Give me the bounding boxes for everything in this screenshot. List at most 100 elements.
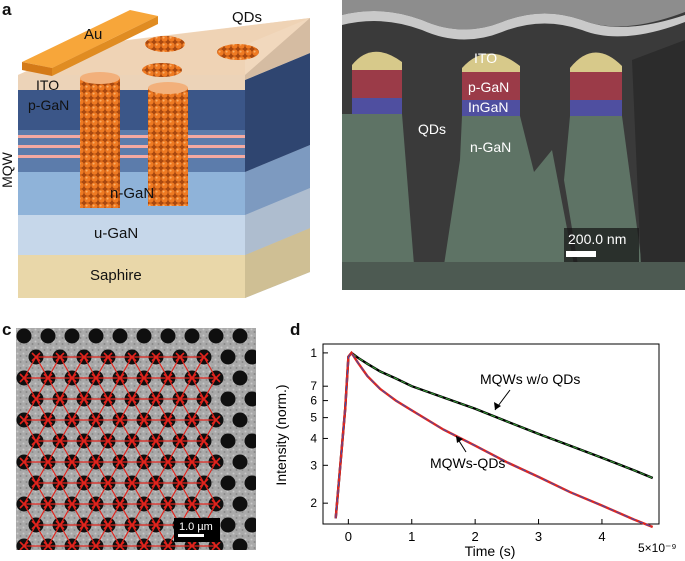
network-link	[107, 398, 121, 421]
network-link	[167, 398, 181, 421]
network-link	[119, 482, 133, 505]
network-link	[71, 461, 85, 484]
network-link	[203, 398, 217, 421]
x-tick-label: 1	[408, 529, 415, 544]
network-link	[83, 482, 97, 505]
network-link	[155, 356, 169, 379]
hole	[136, 328, 152, 344]
network-link	[203, 356, 217, 379]
label-ito-a: ITO	[36, 77, 59, 93]
label-u-gan: u-GaN	[94, 225, 138, 242]
network-link	[83, 419, 97, 442]
network-link	[35, 482, 49, 505]
hole	[136, 538, 152, 550]
network-link	[119, 440, 133, 463]
panel-letter-a: a	[2, 0, 12, 19]
network-link	[47, 524, 61, 547]
network-link	[47, 377, 61, 400]
x-tick-label: 2	[472, 529, 479, 544]
network-link	[179, 461, 193, 484]
network-node	[19, 457, 29, 467]
x-tick-label: 3	[535, 529, 542, 544]
network-link	[47, 356, 61, 379]
layer-p-gan	[18, 90, 245, 130]
network-link	[167, 377, 181, 400]
network-link	[83, 461, 97, 484]
label-p-gan-b: p-GaN	[468, 79, 509, 95]
network-link	[191, 377, 205, 400]
network-link	[167, 482, 181, 505]
x-tick-label: 0	[345, 529, 352, 544]
network-link	[131, 377, 145, 400]
network-link	[179, 419, 193, 442]
network-node	[43, 541, 53, 550]
network-link	[107, 482, 121, 505]
network-link	[71, 440, 85, 463]
x-axis-label: Time (s)	[465, 543, 516, 559]
network-link	[23, 419, 37, 442]
network-link	[203, 482, 217, 505]
qd-hole-1	[145, 36, 185, 52]
plot-frame	[322, 343, 660, 525]
network-node	[67, 541, 77, 550]
hole	[40, 538, 56, 550]
network-link	[95, 356, 109, 379]
hole	[40, 328, 56, 344]
label-ito-b: ITO	[474, 50, 497, 66]
qd-hole-3	[142, 63, 182, 77]
hole	[88, 538, 104, 550]
network-link	[71, 377, 85, 400]
network-link	[59, 482, 73, 505]
network-link	[203, 377, 217, 400]
network-link	[131, 440, 145, 463]
label-ingan: InGaN	[468, 99, 508, 115]
network-link	[107, 524, 121, 547]
network-link	[107, 503, 121, 526]
au-contact	[22, 10, 158, 68]
column-left	[342, 51, 414, 265]
network-node	[19, 415, 29, 425]
network-link	[83, 377, 97, 400]
network-link	[119, 503, 133, 526]
network-link	[107, 419, 121, 442]
label-n-gan-b: n-GaN	[470, 139, 511, 155]
series-group	[334, 350, 654, 529]
layer-saphire	[18, 255, 245, 298]
network-link	[59, 377, 73, 400]
network-link	[179, 440, 193, 463]
hole	[232, 454, 248, 470]
label-p-gan-a: p-GaN	[28, 97, 69, 113]
network-link	[83, 524, 97, 547]
network-link	[23, 482, 37, 505]
network-link	[155, 377, 169, 400]
hole	[244, 517, 256, 533]
network-link	[131, 482, 145, 505]
hole	[88, 328, 104, 344]
column-center	[444, 53, 574, 265]
network-link	[83, 398, 97, 421]
x-tick-label: 4	[598, 529, 605, 544]
series-fit-2	[335, 352, 653, 528]
qd-pillar-1	[80, 78, 120, 208]
sem-cross-section: ITO p-GaN InGaN QDs n-GaN 200.0 nm	[342, 0, 685, 290]
network-link	[59, 356, 73, 379]
x-multiplier: 5×10⁻⁹	[638, 541, 677, 555]
network-link	[131, 398, 145, 421]
network-link	[179, 482, 193, 505]
network-link	[131, 524, 145, 547]
hole	[244, 433, 256, 449]
network-link	[179, 356, 193, 379]
hole	[16, 538, 32, 550]
network-link	[59, 503, 73, 526]
network-link	[35, 377, 49, 400]
red-network	[19, 352, 221, 550]
network-link	[35, 503, 49, 526]
network-link	[191, 440, 205, 463]
network-link	[35, 356, 49, 379]
x-axis-ticks: 0 1 2 3 4	[345, 519, 606, 544]
network-link	[143, 482, 157, 505]
network-link	[191, 356, 205, 379]
hole	[64, 328, 80, 344]
network-link	[191, 482, 205, 505]
